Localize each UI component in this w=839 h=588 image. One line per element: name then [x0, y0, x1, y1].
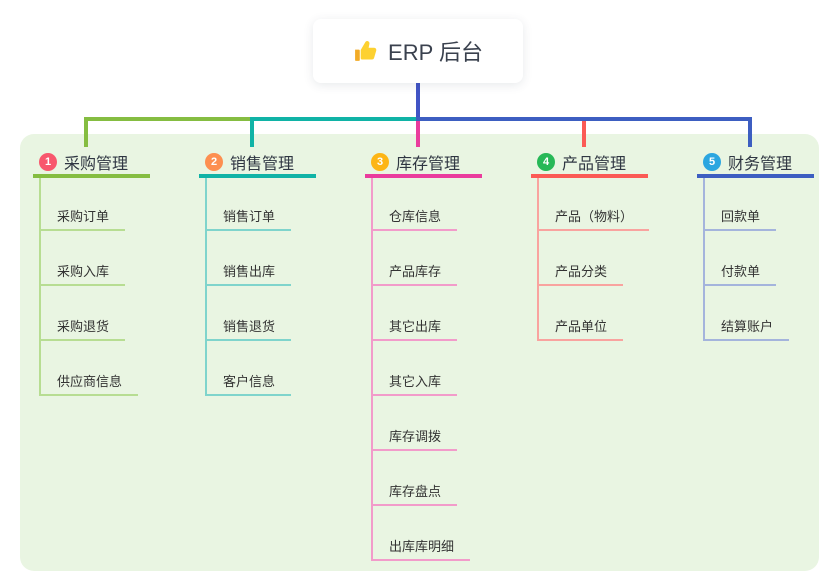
root-node[interactable]: ERP 后台 [313, 19, 523, 83]
child-node[interactable]: 销售退货 [205, 315, 292, 341]
child-node[interactable]: 其它出库 [371, 315, 458, 341]
branch-drop-line [416, 117, 420, 147]
branch-bus-line [416, 117, 752, 121]
root-label: ERP 后台 [388, 40, 483, 65]
branch-drop-line [582, 117, 586, 147]
branch-bus-line [84, 117, 254, 121]
child-node[interactable]: 回款单 [703, 205, 777, 231]
branch-bus-line [250, 117, 420, 121]
child-node[interactable]: 库存调拨 [371, 425, 458, 451]
child-node[interactable]: 仓库信息 [371, 205, 458, 231]
child-node[interactable]: 采购入库 [39, 260, 126, 286]
branch-number-badge: 2 [205, 153, 223, 171]
branch-label: 财务管理 [728, 156, 793, 173]
child-node[interactable]: 其它入库 [371, 370, 458, 396]
branch-number-badge: 4 [537, 153, 555, 171]
child-node[interactable]: 供应商信息 [39, 370, 139, 396]
branch-drop-line [250, 117, 254, 147]
branch-label: 产品管理 [562, 156, 627, 173]
root-connector-line [416, 83, 420, 121]
branch-spine-line [703, 178, 705, 341]
branch-label: 采购管理 [64, 156, 129, 173]
child-node[interactable]: 产品库存 [371, 260, 458, 286]
branch-header[interactable]: 3 库存管理 [365, 150, 482, 178]
child-node[interactable]: 客户信息 [205, 370, 292, 396]
branch-label: 库存管理 [396, 156, 461, 173]
branch-number-badge: 5 [703, 153, 721, 171]
branch-header[interactable]: 5 财务管理 [697, 150, 814, 178]
child-node[interactable]: 库存盘点 [371, 480, 458, 506]
child-node[interactable]: 产品单位 [537, 315, 624, 341]
branch-number-badge: 1 [39, 153, 57, 171]
child-node[interactable]: 采购退货 [39, 315, 126, 341]
thumbs-up-icon [353, 39, 378, 64]
child-node[interactable]: 产品（物料） [537, 205, 650, 231]
child-node[interactable]: 出库库明细 [371, 535, 471, 561]
child-node[interactable]: 结算账户 [703, 315, 790, 341]
branch-header[interactable]: 1 采购管理 [33, 150, 150, 178]
branch-spine-line [371, 178, 373, 561]
child-node[interactable]: 采购订单 [39, 205, 126, 231]
branch-drop-line [84, 117, 88, 147]
branch-header[interactable]: 4 产品管理 [531, 150, 648, 178]
child-node[interactable]: 付款单 [703, 260, 777, 286]
branch-spine-line [39, 178, 41, 396]
branch-drop-line [748, 117, 752, 147]
branch-spine-line [205, 178, 207, 396]
child-node[interactable]: 销售出库 [205, 260, 292, 286]
branch-label: 销售管理 [230, 156, 295, 173]
branch-number-badge: 3 [371, 153, 389, 171]
branch-spine-line [537, 178, 539, 341]
child-node[interactable]: 销售订单 [205, 205, 292, 231]
child-node[interactable]: 产品分类 [537, 260, 624, 286]
branches-panel [20, 134, 819, 571]
branch-header[interactable]: 2 销售管理 [199, 150, 316, 178]
